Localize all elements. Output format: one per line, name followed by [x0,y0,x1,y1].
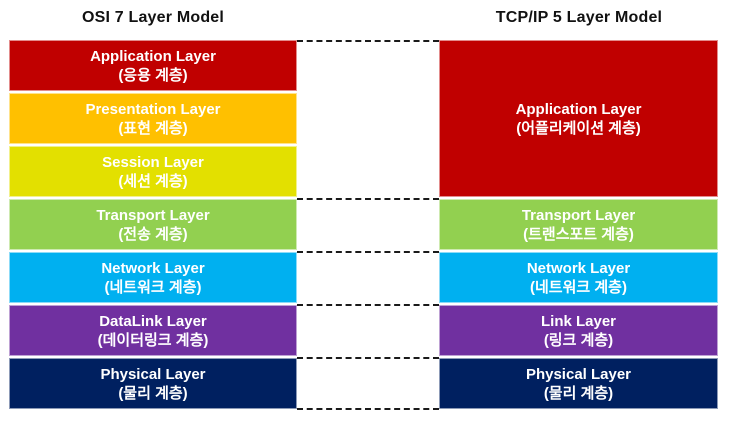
osi-layer-application: Application Layer (응용 계층) [9,40,297,91]
layer-korean-name: (물리 계층) [118,384,188,402]
layer-name: Presentation Layer [85,100,221,118]
layer-korean-name: (트랜스포트 계층) [523,225,634,243]
layer-name: Network Layer [526,259,631,277]
layer-korean-name: (세션 계층) [118,172,188,190]
layer-name: DataLink Layer [99,312,207,330]
layer-name: Transport Layer [521,206,636,224]
layer-korean-name: (물리 계층) [543,384,614,402]
osi-layer-session: Session Layer (세션 계층) [9,146,297,197]
layer-name: Transport Layer [96,206,210,224]
osi-layer-transport: Transport Layer (전송 계층) [9,199,297,250]
layer-korean-name: (네트워크 계층) [530,278,627,296]
layer-korean-name: (데이터링크 계층) [97,331,209,349]
layer-boundary-dashed-line [297,357,439,359]
layer-boundary-dashed-line [297,408,439,410]
layer-name: Session Layer [102,153,204,171]
tcpip-layer-physical: Physical Layer (물리 계층) [439,358,718,409]
tcpip-layer-stack: Application Layer (어플리케이션 계층) Transport … [439,40,718,409]
layer-korean-name: (네트워크 계층) [104,278,202,296]
osi-layer-stack: Application Layer (응용 계층) Presentation L… [9,40,297,409]
layer-name: Physical Layer [525,365,632,383]
layer-boundary-dashed-line [297,198,439,200]
layer-boundary-dashed-line [297,251,439,253]
layer-korean-name: (링크 계층) [543,331,614,349]
osi-layer-network: Network Layer (네트워크 계층) [9,252,297,303]
tcpip-model-title: TCP/IP 5 Layer Model [495,9,663,26]
layer-korean-name: (표현 계층) [118,119,188,137]
layer-name: Physical Layer [100,365,206,383]
layer-boundary-dashed-line [297,304,439,306]
layer-name: Application Layer [515,100,642,118]
tcpip-layer-application: Application Layer (어플리케이션 계층) [439,40,718,197]
osi-model-title: OSI 7 Layer Model [81,9,225,26]
layer-korean-name: (응용 계층) [118,66,188,84]
tcpip-layer-link: Link Layer (링크 계층) [439,305,718,356]
osi-layer-physical: Physical Layer (물리 계층) [9,358,297,409]
layer-boundary-dashed-line [297,40,439,42]
layer-name: Network Layer [101,259,205,277]
layer-name: Application Layer [90,47,216,65]
layer-korean-name: (전송 계층) [118,225,188,243]
tcpip-layer-network: Network Layer (네트워크 계층) [439,252,718,303]
layer-name: Link Layer [540,312,617,330]
osi-layer-datalink: DataLink Layer (데이터링크 계층) [9,305,297,356]
tcpip-layer-transport: Transport Layer (트랜스포트 계층) [439,199,718,250]
osi-layer-presentation: Presentation Layer (표현 계층) [9,93,297,144]
layer-korean-name: (어플리케이션 계층) [516,119,641,137]
